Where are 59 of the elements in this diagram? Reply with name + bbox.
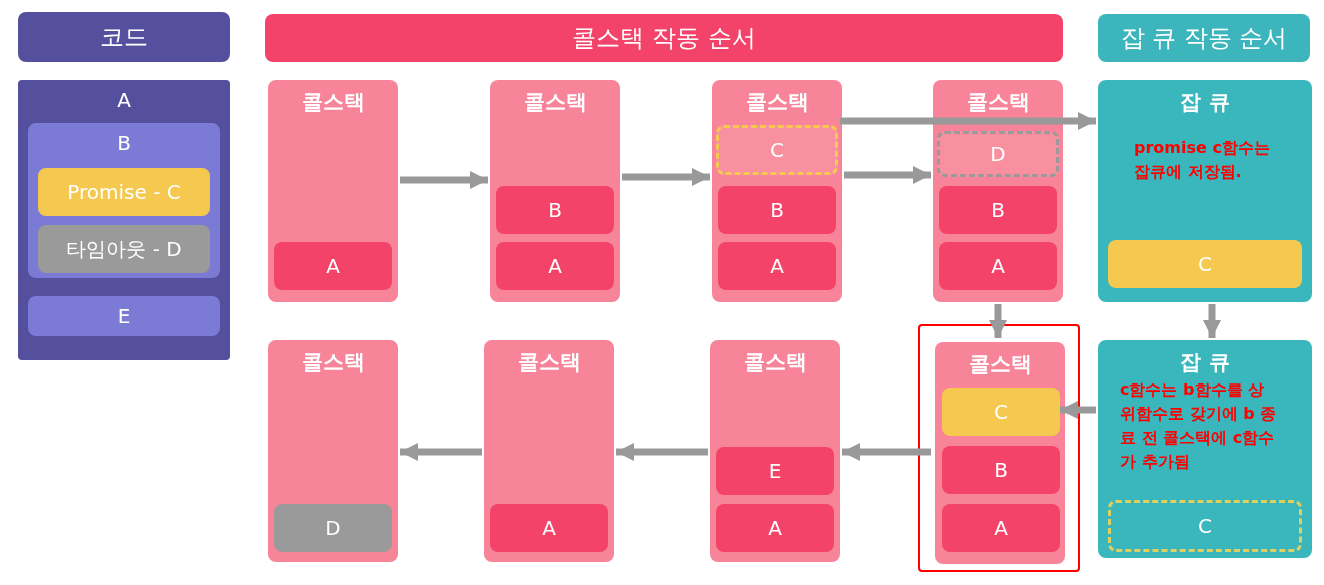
code-block [28,123,220,278]
call-stack-panel [933,80,1063,302]
stack-frame: B [496,186,614,234]
stack-frame: B [939,186,1057,234]
arrow [400,170,488,190]
panel-title: 콜스택 [744,89,810,116]
code-panel [18,80,230,360]
arrow [400,442,482,462]
arrow [844,165,931,185]
panel-title: 콜스택 [516,349,582,376]
section-header: 콜스택 작동 순서 [265,14,1063,62]
panel-title: 콜스택 [300,89,366,116]
annotation-text: c함수는 b함수를 상위함수로 갖기에 b 종료 전 콜스택에 c함수가 추가됨 [1120,379,1278,473]
stack-frame: D [274,504,392,552]
stack-frame: B [942,446,1060,494]
call-stack-panel [268,340,398,562]
function-block: 타임아웃 - D [38,225,210,273]
annotation-text: promise c함수는 잡큐에 저장됨. [1134,137,1271,183]
call-stack-panel [268,80,398,302]
stack-frame: C [1108,500,1302,552]
code-block: E [28,296,220,336]
stack-frame: E [716,447,834,495]
call-stack-panel [712,80,842,302]
panel-title: 콜스택 [742,349,808,376]
panel-title: 잡 큐 [1179,89,1231,116]
stack-frame: C [942,388,1060,436]
arrow [840,111,1096,131]
highlight-frame [918,324,1080,572]
panel-title: 콜스택 [965,89,1031,116]
call-stack-panel [935,342,1065,564]
call-stack-panel [490,80,620,302]
call-stack-panel [484,340,614,562]
stack-frame: D [937,131,1059,177]
arrow [616,442,708,462]
panel-title: B [116,131,132,155]
job-queue-panel [1098,340,1312,558]
stack-frame: A [716,504,834,552]
panel-title: 콜스택 [300,349,366,376]
stack-frame: A [942,504,1060,552]
panel-title: 잡 큐 [1179,349,1231,376]
stack-frame: A [718,242,836,290]
stack-frame: B [718,186,836,234]
stack-frame: A [274,242,392,290]
stack-frame: A [496,242,614,290]
section-header: 잡 큐 작동 순서 [1098,14,1310,62]
arrow [622,167,710,187]
stack-frame: A [490,504,608,552]
function-block: Promise - C [38,168,210,216]
arrow [1060,400,1096,420]
stack-frame: C [716,125,838,175]
section-header: 코드 [18,12,230,62]
panel-title: 콜스택 [967,351,1033,378]
panel-title: 콜스택 [522,89,588,116]
code-label: A [60,84,188,116]
stack-frame: A [939,242,1057,290]
job-queue-panel [1098,80,1312,302]
call-stack-panel [710,340,840,562]
arrow [1202,304,1222,338]
stack-frame: C [1108,240,1302,288]
